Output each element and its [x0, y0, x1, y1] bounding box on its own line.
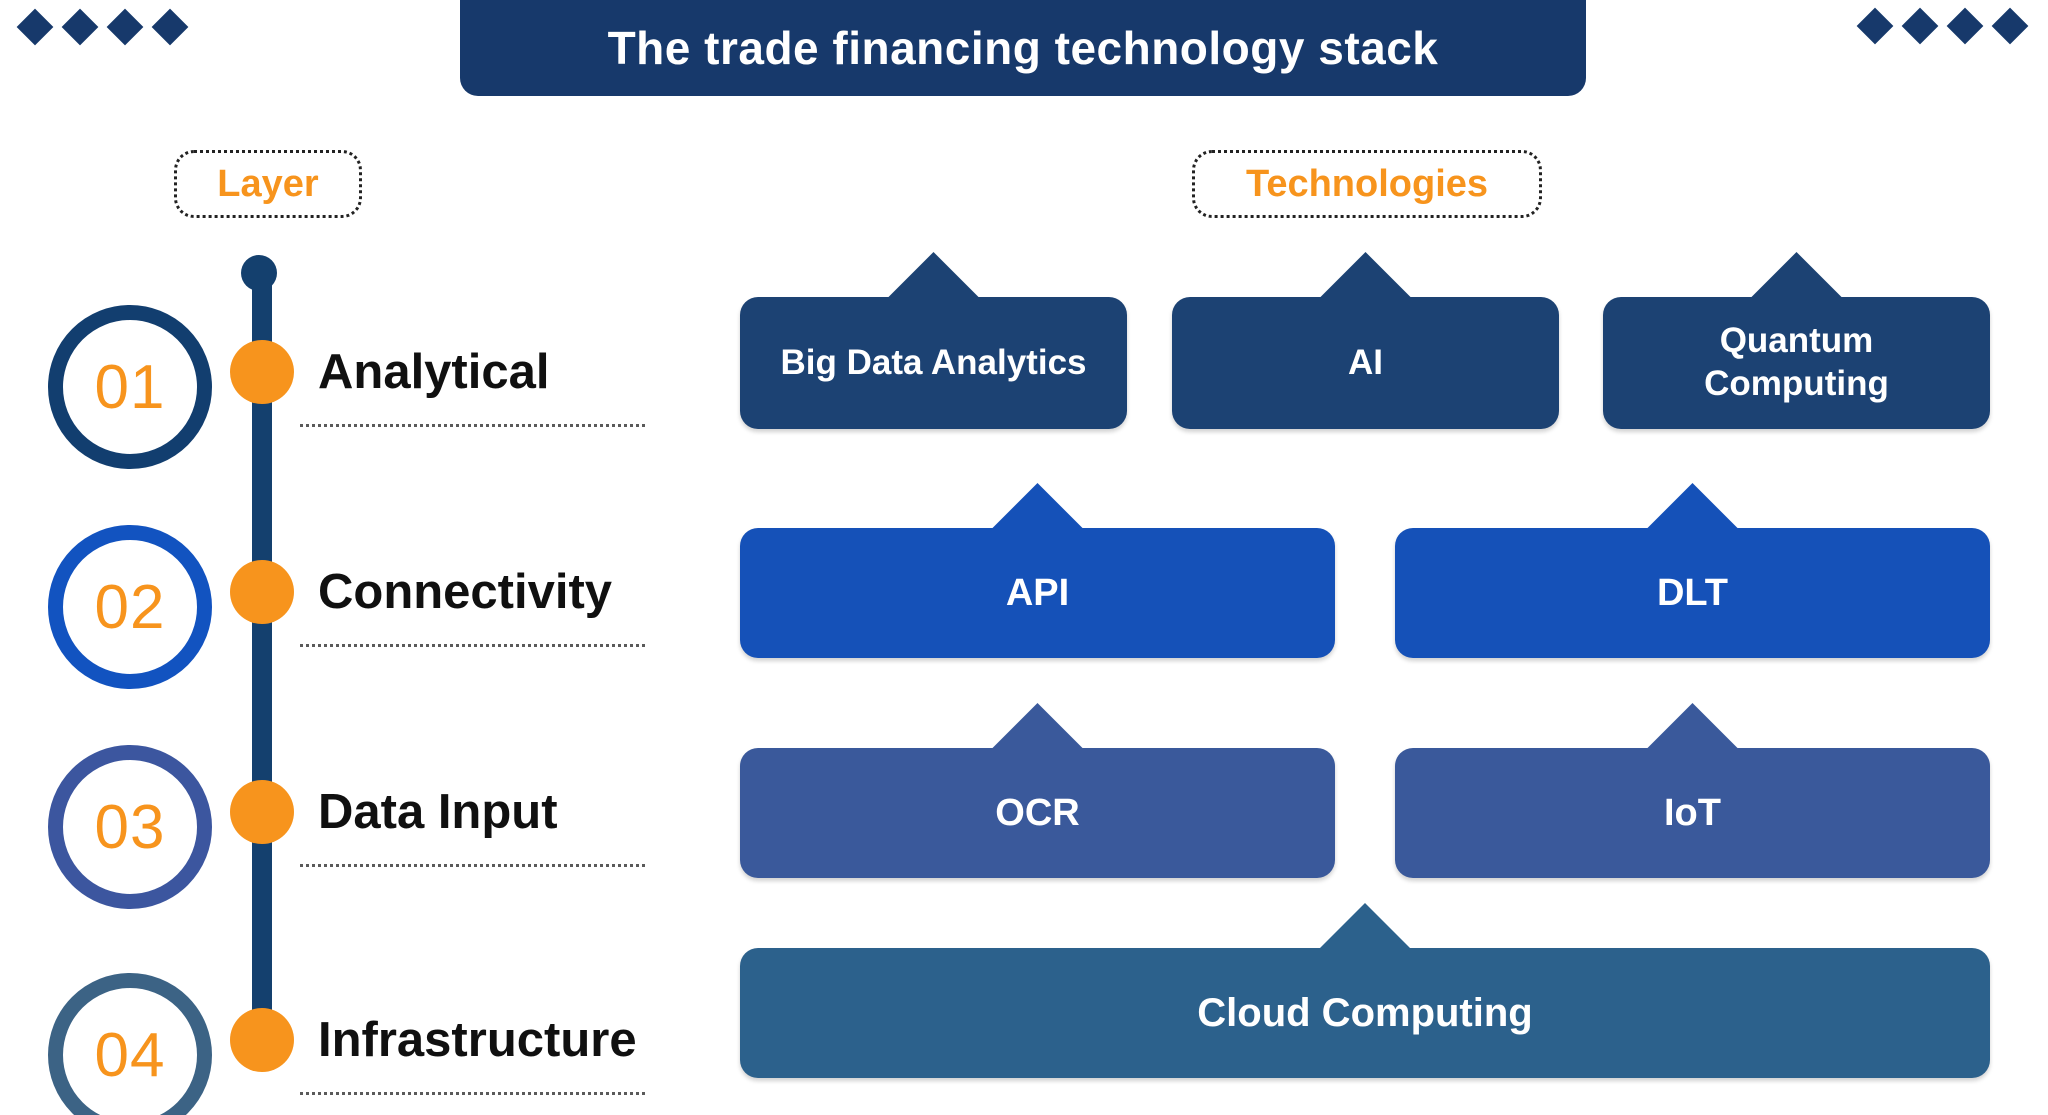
layer-number: 04: [94, 1020, 166, 1090]
tech-box-cloud-computing: Cloud Computing: [740, 903, 1990, 1078]
layer-number: 01: [94, 352, 166, 422]
tech-box-api: API: [740, 483, 1335, 658]
layer-number-circle-02: 02: [48, 525, 212, 689]
tech-box-dlt: DLT: [1395, 483, 1990, 658]
layer-underline: [300, 864, 645, 867]
layer-number: 02: [94, 572, 166, 642]
pointer-up-icon: [1645, 703, 1740, 750]
diamond-icon: [1946, 7, 1984, 45]
tech-box-iot: IoT: [1395, 703, 1990, 878]
layer-number-circle-04: 04: [48, 973, 212, 1115]
timeline-dot-03: [230, 780, 294, 844]
layer-column-header: Layer: [174, 150, 362, 218]
diamond-icon: [16, 8, 54, 46]
title-bar: The trade financing technology stack: [460, 0, 1586, 96]
pointer-up-icon: [1318, 903, 1412, 950]
pointer-up-icon: [1645, 483, 1740, 530]
pointer-up-icon: [990, 703, 1085, 750]
layer-number: 03: [94, 792, 166, 862]
diamond-icon: [1901, 7, 1939, 45]
technologies-column-header: Technologies: [1192, 150, 1542, 218]
diamond-icon: [1991, 7, 2029, 45]
corner-diamonds-left: [16, 8, 189, 46]
page-title: The trade financing technology stack: [607, 22, 1439, 74]
layer-label-connectivity: Connectivity: [318, 565, 613, 619]
timeline-line: [252, 272, 272, 1044]
diamond-icon: [106, 8, 144, 46]
layer-number-circle-03: 03: [48, 745, 212, 909]
layer-underline: [300, 644, 645, 647]
tech-box-ocr: OCR: [740, 703, 1335, 878]
tech-box-big-data-analytics: Big Data Analytics: [740, 252, 1127, 429]
pointer-up-icon: [1318, 252, 1413, 299]
diamond-icon: [1856, 7, 1894, 45]
layer-number-circle-01: 01: [48, 305, 212, 469]
layer-label-analytical: Analytical: [318, 345, 550, 399]
diamond-icon: [61, 8, 99, 46]
layer-underline: [300, 1092, 645, 1095]
layer-label-infrastructure: Infrastructure: [318, 1013, 637, 1067]
tech-box-ai: AI: [1172, 252, 1559, 429]
corner-diamonds-right: [1856, 7, 2029, 45]
timeline-dot-02: [230, 560, 294, 624]
pointer-up-icon: [990, 483, 1085, 530]
timeline-dot-01: [230, 340, 294, 404]
diamond-icon: [151, 8, 189, 46]
pointer-up-icon: [1749, 252, 1844, 299]
tech-box-quantum-computing: Quantum Computing: [1603, 252, 1990, 429]
layer-label-data-input: Data Input: [318, 785, 558, 839]
timeline-start-dot: [241, 255, 277, 291]
layer-underline: [300, 424, 645, 427]
timeline-dot-04: [230, 1008, 294, 1072]
pointer-up-icon: [886, 252, 981, 299]
